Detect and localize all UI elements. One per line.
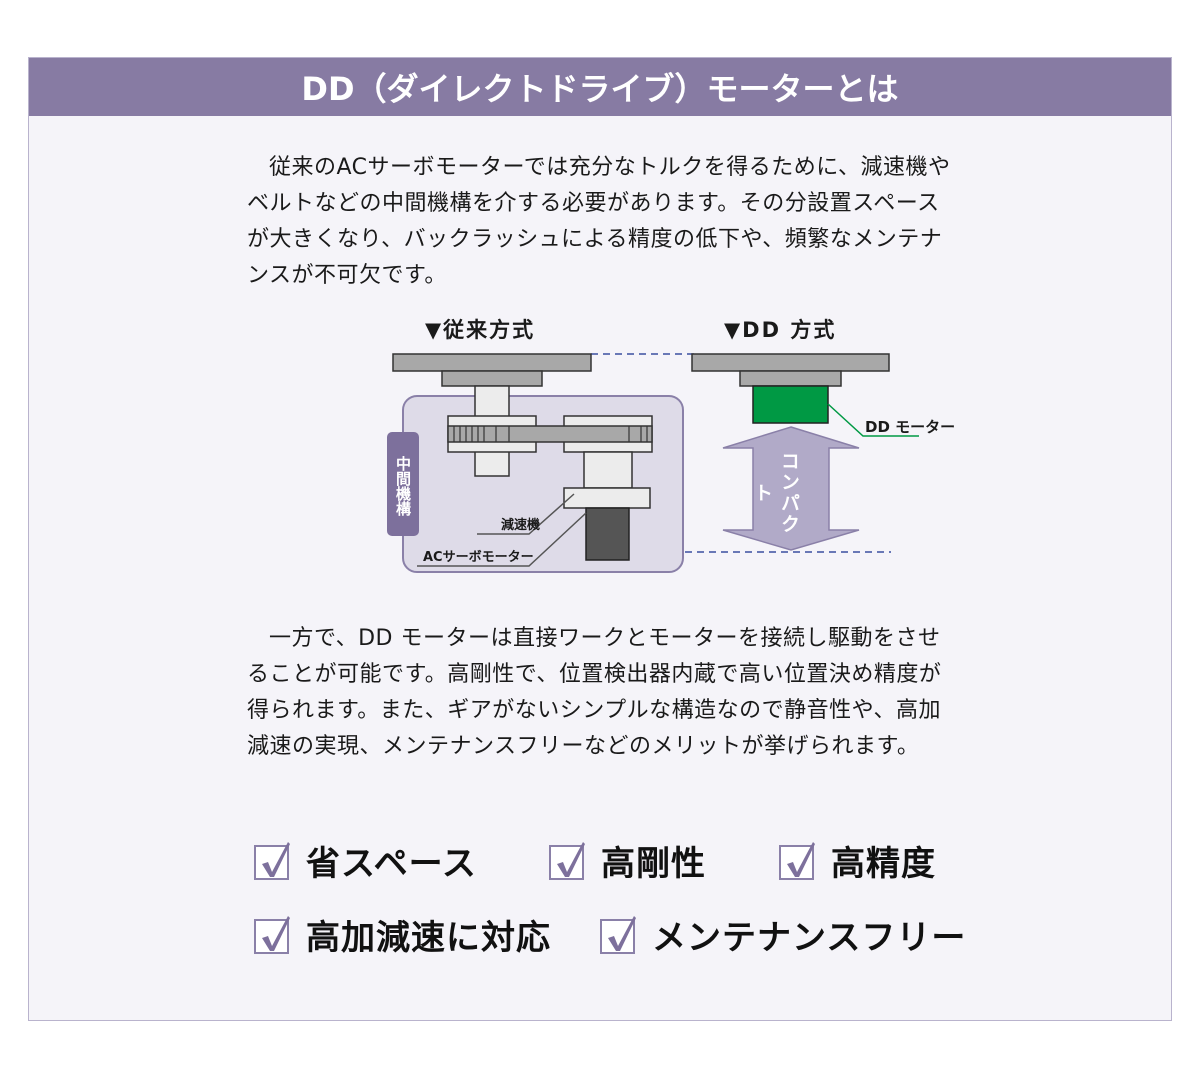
feature-label: 高加減速に対応 bbox=[306, 918, 551, 958]
conventional-title: ▼従来方式 bbox=[425, 318, 536, 342]
feature-label: メンテナンスフリー bbox=[652, 918, 967, 958]
ac-servo-motor-label: ACサーボモーター bbox=[423, 550, 534, 565]
feature-label: 高剛性 bbox=[601, 844, 706, 884]
intro-paragraph: 従来のACサーボモーターでは充分なトルクを得るために、減速機やベルトなどの中間機… bbox=[247, 150, 957, 294]
feature-item-high-rigidity: 高剛性 bbox=[549, 836, 706, 885]
dd-title: ▼DD 方式 bbox=[724, 318, 837, 342]
dd-motor-label: DD モーター bbox=[865, 418, 956, 436]
body-paragraph: 一方で、DD モーターは直接ワークとモーターを接続し駆動をさせることが可能です。… bbox=[247, 621, 957, 765]
comparison-diagram: ▼従来方式 ▼DD 方式 中間機構 減速機 ACサーボモーター DD モーター … bbox=[359, 316, 955, 586]
feature-item-maintenance-free: メンテナンスフリー bbox=[600, 910, 966, 959]
checkbox-checked-icon bbox=[600, 915, 636, 954]
feature-label: 高精度 bbox=[831, 844, 936, 884]
intermediate-mechanism-tag: 中間機構 bbox=[394, 456, 412, 516]
checkbox-checked-icon bbox=[549, 841, 585, 880]
body-text: 一方で、DD モーターは直接ワークとモーターを接続し駆動をさせることが可能です。… bbox=[247, 626, 942, 759]
feature-label: 省スペース bbox=[306, 844, 477, 884]
feature-item-high-acceleration: 高加減速に対応 bbox=[254, 910, 551, 959]
page-title: DD（ダイレクトドライブ）モーターとは bbox=[29, 58, 1171, 116]
reducer-label: 減速機 bbox=[501, 518, 541, 533]
diagram-graphic bbox=[387, 353, 919, 573]
checkbox-checked-icon bbox=[254, 915, 290, 954]
checkbox-checked-icon bbox=[779, 841, 815, 880]
intro-text: 従来のACサーボモーターでは充分なトルクを得るために、減速機やベルトなどの中間機… bbox=[247, 155, 951, 288]
content-panel: DD（ダイレクトドライブ）モーターとは 従来のACサーボモーターでは充分なトルク… bbox=[28, 57, 1172, 1021]
page-title-text: DD（ダイレクトドライブ）モーターとは bbox=[301, 70, 899, 108]
compact-arrow-label: コンパクト bbox=[751, 451, 800, 535]
checkbox-checked-icon bbox=[254, 841, 290, 880]
feature-item-high-precision: 高精度 bbox=[779, 836, 936, 885]
feature-item-space-saving: 省スペース bbox=[254, 836, 477, 885]
